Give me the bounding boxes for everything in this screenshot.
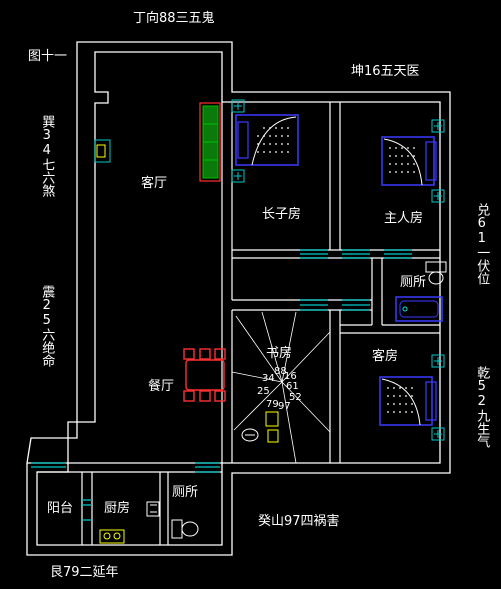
direction-top-right: 坤16五天医 <box>351 64 420 79</box>
master-bed <box>381 119 445 203</box>
room-toilet-left: 厕所 <box>172 485 199 500</box>
interior-walls <box>27 102 440 545</box>
study-compass <box>231 311 331 464</box>
room-eldest-son: 长子房 <box>262 207 302 222</box>
direction-left-lower: 震25六绝命 <box>39 285 55 367</box>
compass-number: 79 <box>266 399 279 410</box>
guest-bed <box>379 354 445 441</box>
compass-number: 16 <box>284 371 297 382</box>
study-desk <box>241 411 279 443</box>
toilet-left-fixtures <box>171 519 199 539</box>
direction-right-lower: 乾52九生气 <box>474 366 490 448</box>
toilet-right-fixtures <box>395 261 447 322</box>
direction-bottom-left: 艮79二延年 <box>50 565 119 580</box>
room-balcony: 阳台 <box>47 501 74 516</box>
kitchen-fixtures <box>99 501 160 544</box>
direction-left-upper: 巽34七六煞 <box>39 115 55 197</box>
compass-number: 61 <box>286 381 299 392</box>
eldest-son-bed <box>231 99 299 183</box>
direction-bottom-center: 癸山97四祸害 <box>258 514 340 529</box>
nightstand-icon <box>231 99 245 183</box>
compass-number: 34 <box>262 373 275 384</box>
sofa <box>199 102 221 182</box>
room-guest: 客房 <box>372 349 399 364</box>
outer-walls <box>26 41 451 556</box>
room-study: 书房 <box>266 346 293 361</box>
dining-table <box>183 348 226 402</box>
room-living: 客厅 <box>141 176 168 191</box>
room-toilet-right: 厕所 <box>400 275 427 290</box>
compass-number: 97 <box>278 401 291 412</box>
room-kitchen: 厨房 <box>104 501 131 516</box>
compass-number: 25 <box>257 386 270 397</box>
direction-right-upper: 兑61一伏位 <box>474 203 490 285</box>
room-master: 主人房 <box>384 211 424 226</box>
compass-number: 52 <box>289 392 302 403</box>
windows <box>31 249 412 521</box>
tv-icon <box>94 139 111 163</box>
compass-number: 88 <box>274 366 287 377</box>
direction-top: 丁向88三五鬼 <box>133 11 215 26</box>
figure-label: 图十一 <box>28 49 68 64</box>
room-dining: 餐厅 <box>148 379 175 394</box>
